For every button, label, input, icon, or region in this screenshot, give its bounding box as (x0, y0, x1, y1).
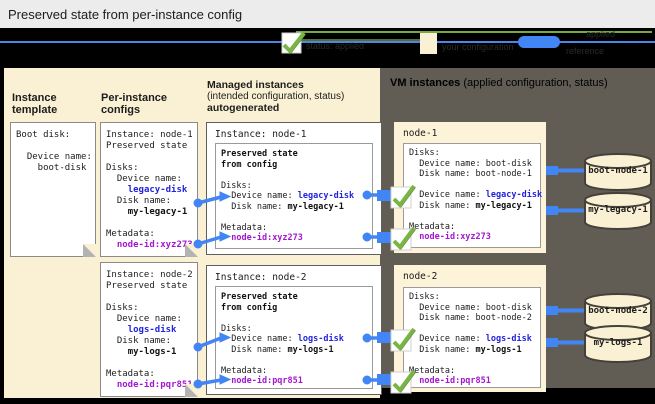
vm-panel-heading-rest: (applied configuration, status) (460, 77, 608, 89)
vm-node-2: node-2 Disks: Device name: boot-disk Dis… (394, 265, 546, 392)
folded-corner (185, 384, 198, 397)
folded-corner (83, 244, 96, 257)
instance-template-doc: Boot disk: Device name: boot-disk (10, 122, 96, 257)
vm-node-1: node-1 Disks: Device name: boot-disk Dis… (394, 122, 546, 253)
column-header-managed-instances: Managed instances (intended configuratio… (207, 79, 379, 114)
disk-label-my-logs-1: my-logs-1 (593, 338, 643, 348)
column-header-instance-template: Instance template (12, 92, 58, 116)
vm-node-2-title: node-2 (403, 271, 438, 282)
vm-panel-heading: VM instances (applied configuration, sta… (390, 76, 610, 90)
vm-panel-heading-bold: VM instances (390, 77, 461, 89)
managed-instances-sub2: autogenerated (207, 102, 280, 114)
disk-label-boot-node-2: boot-node-2 (588, 306, 648, 316)
managed-instances-sub: (intended configuration, status) (207, 91, 345, 102)
vm-node-1-title: node-1 (403, 128, 438, 139)
legend-arrow-label: applied (586, 29, 616, 39)
vm-node-1-config: Disks: Device name: boot-disk Disk name:… (403, 143, 543, 248)
instance-template-text: Boot disk: Device name: boot-disk (16, 130, 92, 173)
reference-pill-icon (518, 36, 560, 48)
config-box-icon (420, 33, 437, 54)
managed-instance-node-1-title: Instance: node-1 (215, 129, 307, 140)
column-header-per-instance-configs: Per-instance configs (101, 92, 168, 116)
disk-label-boot-node-1: boot-node-1 (588, 166, 648, 176)
vm-node-2-text: Disks: Device name: boot-disk Disk name:… (409, 292, 532, 386)
legend-label-status: status: applied (306, 41, 365, 51)
managed-instances-title: Managed instances (207, 79, 304, 91)
disk-label-my-legacy-1: my-legacy-1 (588, 205, 648, 215)
status-arrow-line-2 (300, 39, 420, 41)
folded-corner (185, 244, 198, 257)
check-icon (280, 30, 306, 56)
managed-instance-node-2-title: Instance: node-2 (215, 272, 307, 283)
legend-label-config: your configuration (442, 42, 514, 52)
vm-node-1-text: Disks: Device name: boot-disk Disk name:… (409, 148, 543, 242)
legend-label-reference: reference (566, 46, 605, 56)
title-bar: Preserved state from per-instance config (0, 0, 655, 28)
legend-bar: status: applied your configuration refer… (0, 28, 655, 68)
page-title: Preserved state from per-instance config (8, 7, 243, 22)
vm-node-2-config: Disks: Device name: boot-disk Disk name:… (403, 287, 541, 388)
reference-line (0, 41, 655, 43)
status-arrow-line (296, 31, 652, 33)
